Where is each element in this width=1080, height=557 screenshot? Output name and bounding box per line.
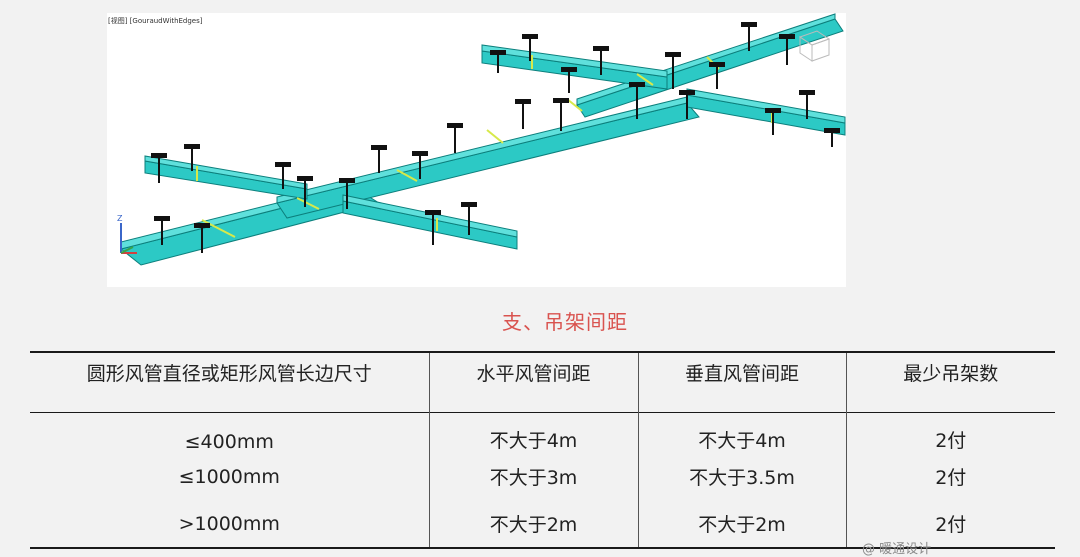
cell-vertical: 不大于3.5m	[637, 453, 846, 500]
branch-duct	[342, 200, 518, 250]
cell-vertical: 不大于2m	[637, 500, 846, 548]
3d-viewport[interactable]: [视图] [GouraudWithEdges]	[107, 13, 846, 287]
branch-duct	[481, 44, 668, 78]
main-duct-segment	[276, 102, 700, 219]
cell-vertical: 不大于4m	[637, 412, 846, 453]
table-row: ≤1000mm 不大于3m 不大于3.5m 2付	[30, 453, 1055, 500]
main-duct-segment	[576, 13, 836, 106]
view-cube-icon	[798, 30, 831, 62]
axis-gizmo-icon	[120, 223, 137, 254]
header-vertical-spacing: 垂直风管间距	[637, 352, 846, 413]
cell-size: ≤400mm	[184, 431, 274, 453]
header-horizontal-spacing: 水平风管间距	[428, 352, 638, 413]
hanger-spacing-table: 圆形风管直径或矩形风管长边尺寸 水平风管间距 垂直风管间距 最少吊架数 ≤400…	[30, 351, 1055, 549]
cell-count: 2付	[845, 453, 1055, 500]
axis-z-label: Z	[117, 214, 123, 223]
table-header-row: 圆形风管直径或矩形风管长边尺寸 水平风管间距 垂直风管间距 最少吊架数	[30, 352, 1055, 413]
table-row: ≤400mm 不大于4m 不大于4m 2付	[30, 412, 1055, 453]
cell-count: 2付	[845, 412, 1055, 453]
cell-size: >1000mm	[178, 512, 280, 535]
cell-horizontal: 不大于4m	[428, 412, 638, 453]
cell-horizontal: 不大于2m	[428, 500, 638, 548]
cell-count: 2付	[845, 500, 1055, 548]
branch-duct	[342, 194, 518, 238]
header-duct-size: 圆形风管直径或矩形风管长边尺寸	[86, 363, 372, 385]
header-min-hangers: 最少吊架数	[845, 352, 1055, 413]
table-caption: 支、吊架间距	[502, 310, 628, 334]
main-duct-segment	[276, 96, 688, 204]
duct-model-drawing: Z	[117, 13, 846, 266]
branch-duct	[144, 155, 308, 190]
cell-horizontal: 不大于3m	[428, 453, 638, 500]
cell-size: ≤1000mm	[178, 465, 280, 488]
viewport-label: [视图] [GouraudWithEdges]	[108, 17, 203, 25]
hangers	[151, 22, 840, 253]
table-row: >1000mm 不大于2m 不大于2m 2付	[30, 500, 1055, 548]
